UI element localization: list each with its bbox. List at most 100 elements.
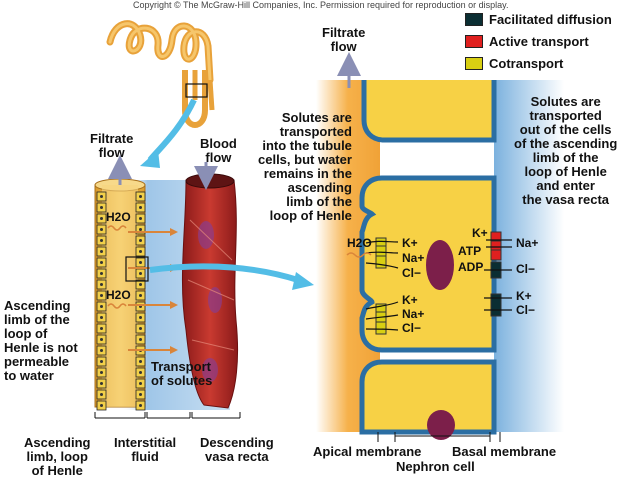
- water-label-1: H2O: [106, 210, 131, 224]
- legend-label: Facilitated diffusion: [489, 11, 612, 27]
- tubule-cell-nucleus: [100, 360, 103, 363]
- tubule-cell-nucleus: [139, 327, 142, 330]
- apical-water-label: H2O: [347, 236, 372, 250]
- ascending-limb-note: Ascending limb of the loop of Henle is n…: [4, 298, 78, 383]
- ascending-limb-label: Ascending limb, loop of Henle: [24, 435, 91, 478]
- legend-label: Cotransport: [489, 55, 564, 71]
- interstitial-fluid-label: Interstitial fluid: [114, 435, 177, 464]
- tubule-cell-nucleus: [139, 360, 142, 363]
- legend-item-facilitated-diffusion: Facilitated diffusion: [465, 11, 612, 27]
- apical-na-label-1: Na+: [402, 251, 425, 265]
- tubule-cell-nucleus: [139, 393, 142, 396]
- bottom-brackets: [94, 412, 241, 419]
- tubule-cell-nucleus: [100, 217, 103, 220]
- tubule-cell-nucleus: [139, 316, 142, 319]
- blood-flow-label: Blood flow: [200, 136, 237, 165]
- basal-k-label-2: K+: [516, 289, 532, 303]
- tubule-cell-nucleus: [100, 195, 103, 198]
- legend-label: Active transport: [489, 33, 589, 49]
- tubule-cell-nucleus: [139, 206, 142, 209]
- nephron-cell-label: Nephron cell: [396, 459, 475, 474]
- tubule-cell-nucleus: [139, 371, 142, 374]
- tubule-cell-nucleus: [139, 283, 142, 286]
- basal-membrane-label: Basal membrane: [452, 444, 557, 459]
- tubule-cell-nucleus: [100, 316, 103, 319]
- zoom-arrow-1: [147, 98, 197, 162]
- tubule-cell-nucleus: [100, 228, 103, 231]
- cell-nucleus-lower: [427, 410, 455, 440]
- tubule-cells: [96, 191, 146, 411]
- basal-ion-arrows: [484, 239, 512, 311]
- transport-of-solutes-label: Transport of solutes: [151, 359, 213, 388]
- apical-cl-label-2: Cl−: [402, 321, 422, 335]
- tubule-cell-nucleus: [139, 217, 142, 220]
- apical-membrane-label: Apical membrane: [313, 444, 422, 459]
- tubule-cell-nucleus: [139, 272, 142, 275]
- tubule-cell-nucleus: [100, 305, 103, 308]
- zoom-box-tubule: [125, 256, 149, 282]
- tubule-cell-nucleus: [100, 393, 103, 396]
- zoom-arrow-2: [149, 263, 299, 283]
- tubule-cell-nucleus: [100, 206, 103, 209]
- vasa-recta-vessel: [181, 173, 239, 409]
- solutes-out-note: Solutes are transported out of the cells…: [514, 94, 618, 207]
- basal-k-label-1: K+: [472, 226, 488, 240]
- filtrate-flow-label-left: Filtrate flow: [90, 131, 134, 160]
- tubule-cell-nucleus: [100, 261, 103, 264]
- legend-item-active-transport: Active transport: [465, 33, 589, 49]
- apical-k-label-2: K+: [402, 293, 418, 307]
- tubule-cell-nucleus: [100, 404, 103, 407]
- tubule-cell-nucleus: [100, 371, 103, 374]
- tubule-cell-nucleus: [100, 327, 103, 330]
- tubule-cell-nucleus: [139, 195, 142, 198]
- filtrate-flow-label-right: Filtrate flow: [322, 25, 366, 54]
- copyright-notice: Copyright © The McGraw-Hill Companies, I…: [133, 0, 509, 10]
- tubule-cell-nucleus: [139, 250, 142, 253]
- apical-cotransporter-1: [375, 237, 387, 269]
- tubule-cell-nucleus: [100, 272, 103, 275]
- adp-label: ADP: [458, 260, 484, 274]
- tubule-cell-nucleus: [100, 294, 103, 297]
- basal-na-label: Na+: [516, 236, 539, 250]
- basal-atpase: [490, 231, 502, 261]
- apical-ion-arrows: [365, 240, 399, 331]
- solute-arrows: [128, 228, 178, 354]
- nephron-cells: [359, 80, 497, 435]
- descending-vasa-recta-label: Descending vasa recta: [200, 435, 274, 464]
- basal-channels-lower: [490, 293, 502, 317]
- membrane-brackets: [377, 432, 501, 442]
- legend-item-cotransport: Cotransport: [465, 55, 563, 71]
- tubule-cell-nucleus: [100, 239, 103, 242]
- tubule-cell-nucleus: [139, 338, 142, 341]
- tubule-cell-nucleus: [100, 338, 103, 341]
- solutes-in-note: Solutes are transported into the tubule …: [258, 110, 352, 223]
- atp-label: ATP: [458, 244, 482, 258]
- tubule-cell-nucleus: [100, 382, 103, 385]
- tubule-cell-nucleus: [139, 228, 142, 231]
- tubule-cell-nucleus: [139, 382, 142, 385]
- apical-cotransporter-2: [375, 303, 387, 335]
- apical-na-label-2: Na+: [402, 307, 425, 321]
- legend-swatch: [465, 34, 483, 48]
- nephron-sketch: [106, 20, 215, 128]
- zoom-box-small: [185, 83, 208, 98]
- tubule-cell-nucleus: [100, 250, 103, 253]
- tubule-cell-nucleus: [100, 349, 103, 352]
- legend-swatch: [465, 12, 483, 26]
- basal-cl-label-2: Cl−: [516, 303, 536, 317]
- vasa-recta-region: [494, 80, 564, 432]
- cell-nucleus: [426, 240, 454, 290]
- water-label-2: H2O: [106, 288, 131, 302]
- apical-cl-label-1: Cl−: [402, 266, 422, 280]
- tubule-cell-nucleus: [139, 294, 142, 297]
- water-blocked-arrows: [107, 225, 127, 309]
- tubule-cell-nucleus: [139, 404, 142, 407]
- apical-k-label-1: K+: [402, 236, 418, 250]
- tubule-cell-nucleus: [100, 283, 103, 286]
- legend-swatch: [465, 56, 483, 70]
- tubule-cell-nucleus: [139, 239, 142, 242]
- basal-cl-label-1: Cl−: [516, 262, 536, 276]
- apical-water-arrow: [346, 252, 372, 258]
